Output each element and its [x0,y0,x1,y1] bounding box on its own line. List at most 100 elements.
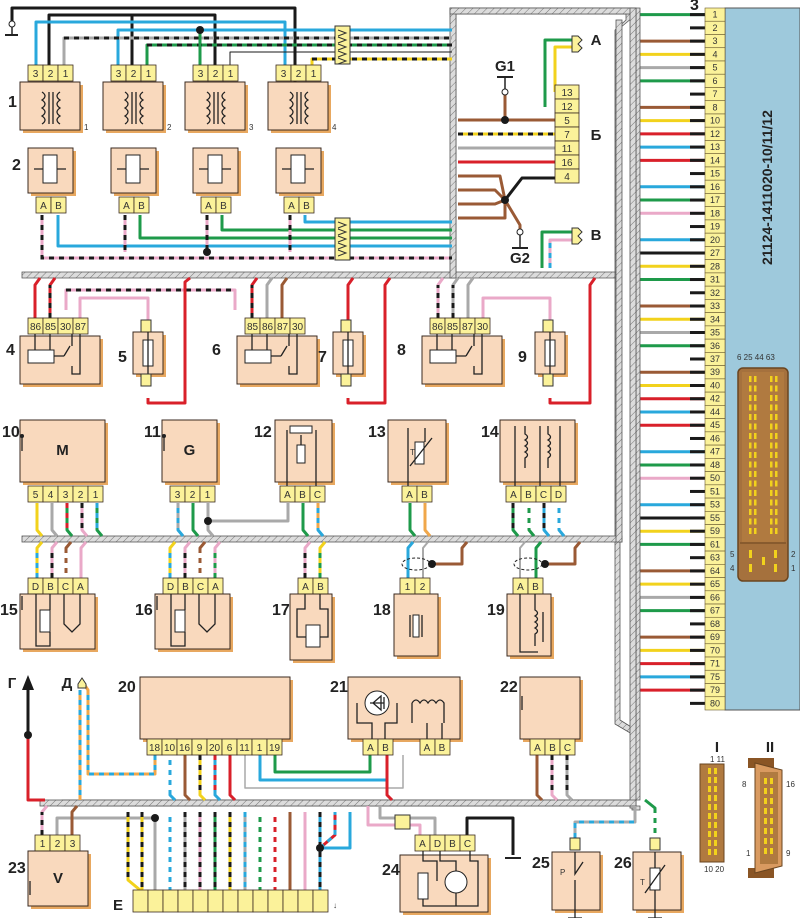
ecu-pin-label: 40 [710,380,720,390]
connector-I-bottom: 10 20 [704,865,725,874]
connector-pin-label: B [299,490,306,501]
ecu-pin-label: 36 [710,341,720,351]
ground-block-cell [312,889,329,913]
connector-pin-label: A [40,201,47,212]
connector-pin-label: 1 [405,582,411,593]
component-callout: 1 [8,94,17,111]
ecu-conn-label-1: 1 [791,564,796,573]
block-pin-label: 4 [564,172,570,183]
connector-pin-label: 19 [269,743,281,754]
ecu-pin-label: 53 [710,500,720,510]
connector-pin [298,196,315,214]
ground-block-cell [207,889,224,913]
ecu-body [724,7,800,711]
connector-pin-label: 16 [179,743,191,754]
ecu-pin-label: 37 [710,354,720,364]
connector-pin [416,485,433,503]
fuse-9: 9 [518,319,568,387]
connector-pin-label: 85 [45,322,57,333]
connector-pin-label: 1 [93,490,99,501]
component-callout: 24 [382,862,400,879]
connector-pin-label: 2 [78,490,84,501]
ecu-pin-label: 2 [712,23,717,33]
ecu-pin-label: 20 [710,235,720,245]
ecu-pin-label: 65 [710,579,720,589]
connector-view-I: I 1 11 10 20 [699,739,726,874]
ecu-pin-label: 27 [710,248,720,258]
ecu-pin-label: 31 [710,275,720,285]
ecu-connector-icon: 6 25 44 63 5 4 2 1 [730,353,796,582]
connector-pin-label: 87 [75,322,87,333]
connector-pin-label: 2 [55,839,61,850]
connector-pin-label: 2 [213,69,219,80]
connector-pin [57,64,74,82]
component-callout: 5 [118,349,127,366]
connector-pin [559,738,576,756]
connector-pin [199,485,216,503]
connector-pin-label: 87 [277,322,289,333]
connector-pin-label: 1 [146,69,152,80]
ground-g2-label: G2 [510,250,530,267]
ecu-pin-label: 12 [710,129,720,139]
ground-block-cell [282,889,299,913]
connector-II-bl: 1 [746,849,751,858]
component-callout: 13 [368,424,386,441]
component-symbol: P [560,868,565,877]
ground-block-cell [252,889,269,913]
component-callout: 14 [481,424,499,441]
connector-I-label: I [715,739,719,756]
block-pin [554,168,580,184]
ecu-block: 21124-1411020-10/11/12 3 123456781012131… [636,0,800,711]
ecu-pin-label: 48 [710,460,720,470]
connector-pin-label: B [220,201,227,212]
connector-pin-label: C [540,490,547,501]
inline-connector-24 [394,814,411,830]
ground-block-cell [297,889,314,913]
ecu-pin-label: 6 [712,76,717,86]
connector-pin-label: 3 [33,69,39,80]
component-callout: 2 [12,157,21,174]
ground-block-cell [132,889,149,913]
ecu-pin-label: 70 [710,645,720,655]
terminal-E-label: Е [113,897,123,914]
component-callout: 7 [318,349,327,366]
component-callout: 11 [144,424,161,441]
terminal-A-icon [571,35,583,53]
connector-pin-label: A [419,839,426,850]
block-label: Б [591,127,602,144]
ecu-pin-label: 32 [710,288,720,298]
connector-pin [377,738,394,756]
harness-bottom [39,799,637,807]
c15-call: 15 [0,602,18,619]
harness-block-top [449,7,637,15]
ground-block-cell [267,889,284,913]
ecu-pin-label: 45 [710,420,720,430]
connector-pin-label: A [284,490,291,501]
connector-pin-label: 2 [48,69,54,80]
terminal-G-label: Г [8,675,17,692]
connector-pin-label: B [382,743,389,754]
block-pin-label: 7 [564,130,570,141]
connector-pin-label: 30 [60,322,72,333]
connector-pin-label: A [517,582,524,593]
connector-pin [87,485,104,503]
ecu-conn-label-2: 2 [791,550,796,559]
component-callout: 18 [373,602,391,619]
component-symbol: V [53,870,63,887]
component-callout: 8 [397,342,406,359]
connector-pin-label: B [55,201,62,212]
connector-pin-label: 87 [462,322,474,333]
ecu-pin-label: 68 [710,619,720,629]
